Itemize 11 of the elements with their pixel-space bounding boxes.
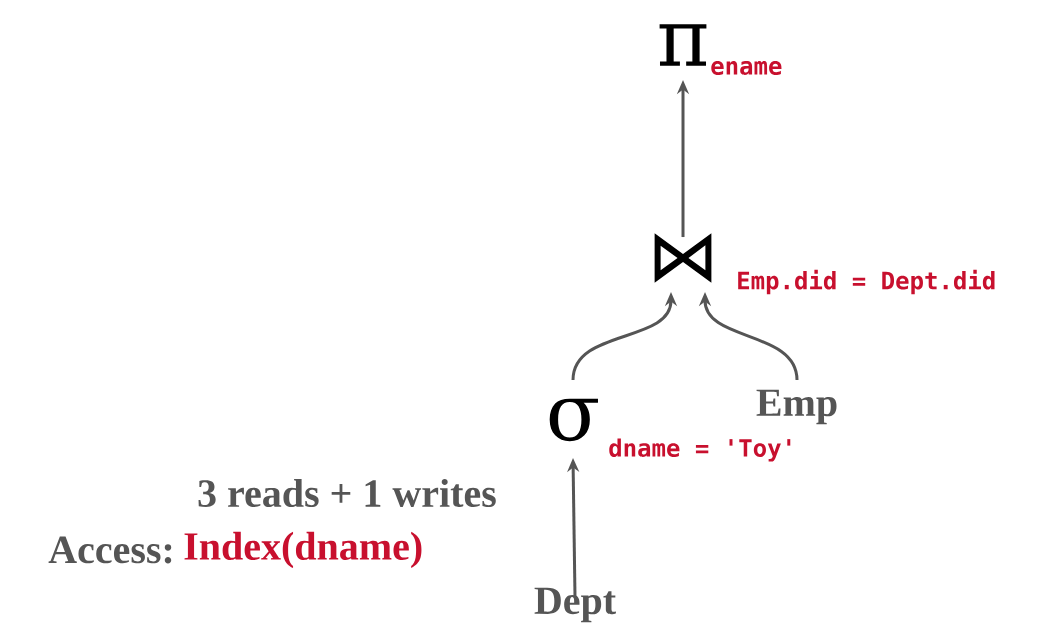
operator-symbol: π — [659, 24, 707, 66]
condition-label: dname = 'Toy' — [609, 438, 791, 462]
label-text: Access: — [48, 536, 172, 564]
operator-symbol: ⋈ — [654, 233, 712, 283]
label-text: Index(dname) — [184, 531, 422, 569]
condition-label: ename — [711, 61, 782, 75]
operator-symbol: σ — [549, 398, 598, 442]
condition-label: Emp.did = Dept.did — [738, 269, 995, 295]
relation-name: Dept — [534, 587, 616, 623]
label-text: 3 reads + 1 writes — [198, 478, 496, 508]
relation-name: Emp — [756, 389, 837, 425]
